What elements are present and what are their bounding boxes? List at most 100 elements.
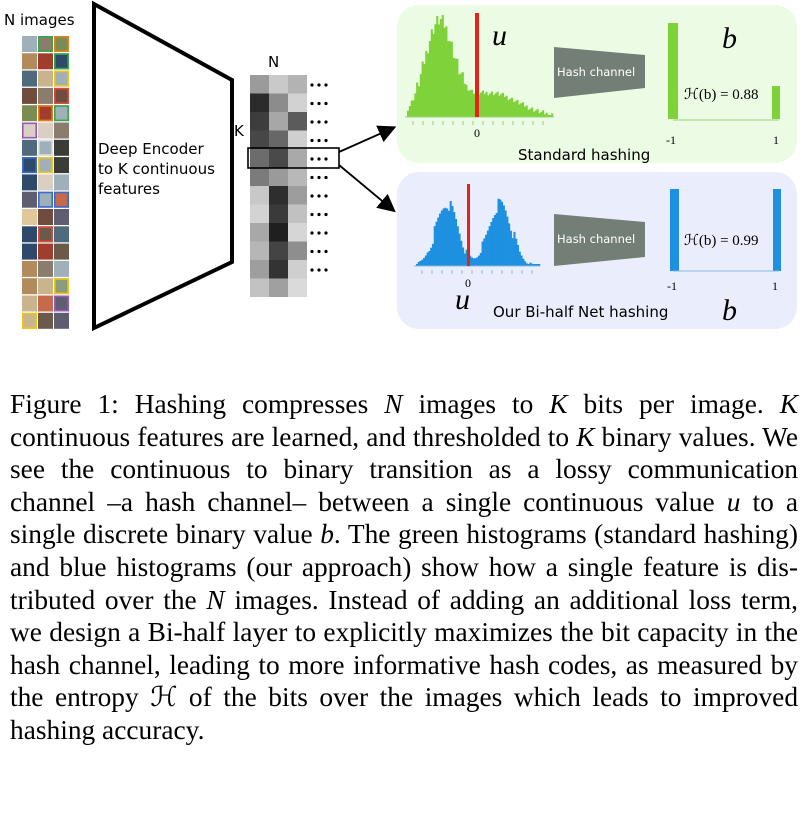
image-thumbnail xyxy=(54,260,69,277)
image-thumbnail xyxy=(38,139,53,156)
thumbnail-border xyxy=(53,105,69,122)
image-thumbnail xyxy=(22,70,37,87)
bihalf-tick-zero: 0 xyxy=(465,276,471,290)
bihalf-b-label: b xyxy=(722,294,737,327)
feature-matrix xyxy=(250,75,307,297)
histogram-bar xyxy=(408,105,411,117)
histogram-bar xyxy=(440,210,443,266)
matrix-cell xyxy=(288,241,307,260)
histogram-bar xyxy=(444,207,447,266)
histogram-bar xyxy=(445,26,448,117)
ellipsis-dot xyxy=(310,120,314,124)
image-thumbnail xyxy=(22,295,37,312)
histogram-bar xyxy=(551,113,554,117)
standard-axis-ticks xyxy=(412,121,544,125)
bihalf-hashing-panel: 0 u Hash channel ℋ(b) = 0.99 -1 1 Our Bi… xyxy=(397,172,797,329)
matrix-cell xyxy=(250,93,269,112)
image-thumbnail xyxy=(22,36,37,52)
ellipsis-dot xyxy=(317,268,321,272)
histogram-bar xyxy=(465,249,468,266)
histogram-bar xyxy=(419,74,422,117)
histogram-bar xyxy=(463,83,466,117)
ellipsis-dot xyxy=(317,83,321,87)
math-u: u xyxy=(726,486,741,517)
matrix-cell xyxy=(288,93,307,112)
image-thumbnail xyxy=(38,243,53,260)
histogram-bar xyxy=(501,201,504,266)
image-thumbnail xyxy=(38,87,53,104)
histogram-bar xyxy=(438,24,441,118)
histogram-bar xyxy=(416,264,419,266)
histogram-bar xyxy=(434,24,437,117)
histogram-bar xyxy=(536,109,539,117)
ellipsis-dot xyxy=(324,268,328,272)
ellipsis-dot xyxy=(317,249,321,254)
ellipsis-dot xyxy=(317,120,321,124)
histogram-bar xyxy=(505,95,508,117)
histogram-bar xyxy=(531,107,534,117)
image-thumbnail xyxy=(54,139,69,156)
standard-u-label: u xyxy=(492,19,507,52)
bihalf-panel-title: Our Bi-half Net hashing xyxy=(493,303,668,321)
matrix-cell xyxy=(269,223,288,242)
histogram-bar xyxy=(532,111,536,117)
image-thumbnail xyxy=(38,36,53,52)
math-entropy-symbol: ℋ xyxy=(150,682,178,713)
histogram-bar xyxy=(498,95,501,117)
matrix-cell xyxy=(288,130,307,149)
image-thumbnail xyxy=(54,105,69,122)
histogram-bar xyxy=(462,247,465,266)
histogram-bar xyxy=(520,103,523,117)
histogram-bar xyxy=(465,84,468,117)
image-thumbnail xyxy=(38,174,53,191)
histogram-bar xyxy=(443,27,446,117)
histogram-bar xyxy=(511,97,514,117)
math-N: N xyxy=(206,584,225,615)
thumbnail-border xyxy=(21,157,37,174)
histogram-bar xyxy=(509,230,512,266)
ellipsis-dot xyxy=(324,138,328,143)
thumbnail-border xyxy=(53,35,69,52)
histogram-bar xyxy=(487,95,490,117)
thumbnail-border xyxy=(21,312,37,329)
histogram-bar xyxy=(441,15,444,117)
matrix-ellipsis-dots xyxy=(310,83,328,272)
histogram-bar xyxy=(428,250,431,266)
histogram-bar xyxy=(489,93,492,117)
histogram-bar xyxy=(511,238,514,266)
bihalf-axis-ticks xyxy=(421,270,533,274)
matrix-cell xyxy=(269,186,288,205)
matrix-cell xyxy=(269,204,288,223)
matrix-cell xyxy=(269,149,288,168)
histogram-bar xyxy=(540,111,543,117)
arrow-to-standard xyxy=(338,125,397,153)
histogram-bar xyxy=(474,258,477,266)
matrix-cell xyxy=(250,278,269,297)
matrix-cell xyxy=(250,204,269,223)
histogram-bar xyxy=(516,99,519,117)
matrix-cell xyxy=(288,186,307,205)
image-thumbnail xyxy=(38,105,53,122)
histogram-bar xyxy=(435,221,438,266)
histogram-bar xyxy=(478,255,481,266)
bihalf-threshold-line xyxy=(467,184,470,266)
image-thumbnail xyxy=(22,260,37,277)
image-thumbnail xyxy=(22,278,37,295)
histogram-bar xyxy=(460,240,463,266)
histogram-bar xyxy=(459,73,463,117)
ellipsis-dot xyxy=(317,101,321,106)
image-thumbnail xyxy=(54,70,69,87)
histogram-bar xyxy=(514,100,517,117)
histogram-bar xyxy=(480,92,483,117)
caption-text: to a single discrete binary value xyxy=(10,486,798,550)
image-thumbnail xyxy=(54,87,69,104)
histogram-bar xyxy=(425,50,428,117)
histogram-bar xyxy=(494,93,497,117)
ellipsis-dot xyxy=(317,175,321,180)
ellipsis-dot xyxy=(310,249,314,254)
histogram-bar xyxy=(483,93,486,117)
image-thumbnail xyxy=(54,243,69,260)
image-thumbnail xyxy=(54,278,69,295)
matrix-cell xyxy=(269,167,288,186)
ellipsis-dot xyxy=(310,212,314,217)
